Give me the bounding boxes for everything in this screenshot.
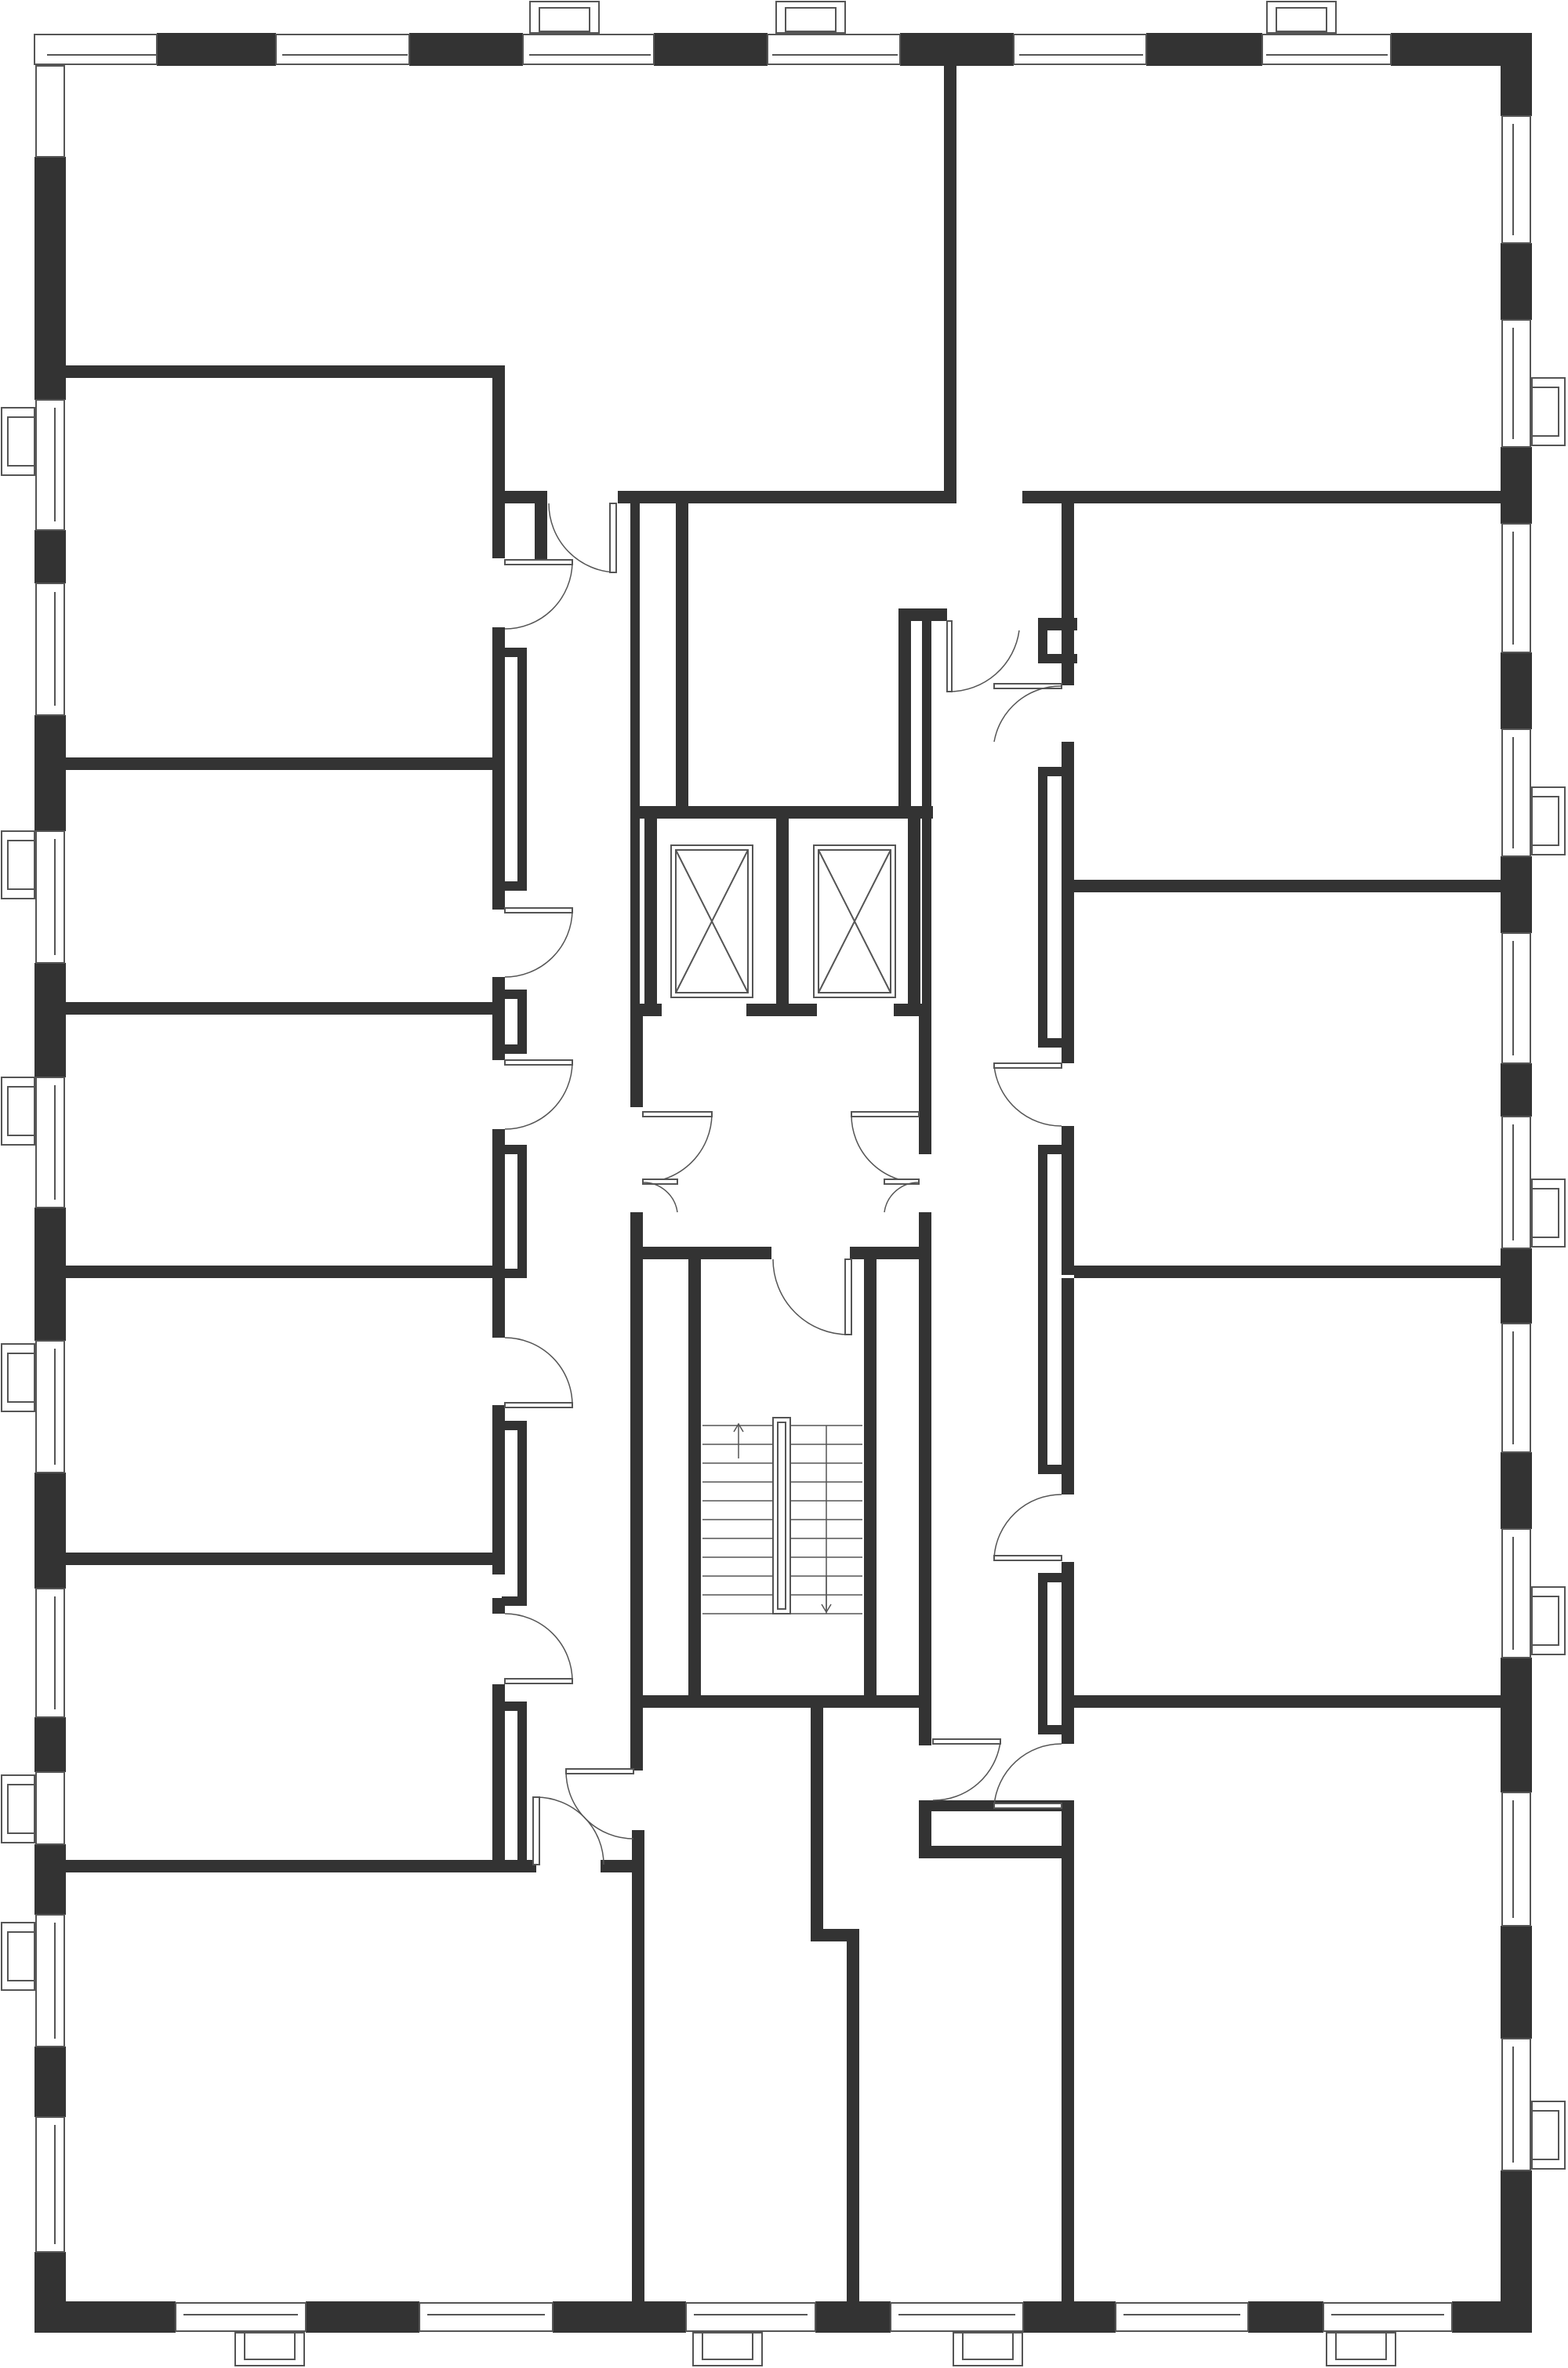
arrow-down-icon xyxy=(821,1576,832,1614)
elevator-1 xyxy=(670,844,753,998)
doors xyxy=(504,503,1062,1865)
elevators xyxy=(670,844,896,998)
interior-walls xyxy=(66,66,1501,2302)
staircase xyxy=(702,1417,862,1614)
arrow-up-icon xyxy=(733,1422,744,1458)
elevator-2 xyxy=(813,844,896,998)
outer-walls xyxy=(34,33,1532,2333)
windows xyxy=(34,34,1531,2332)
